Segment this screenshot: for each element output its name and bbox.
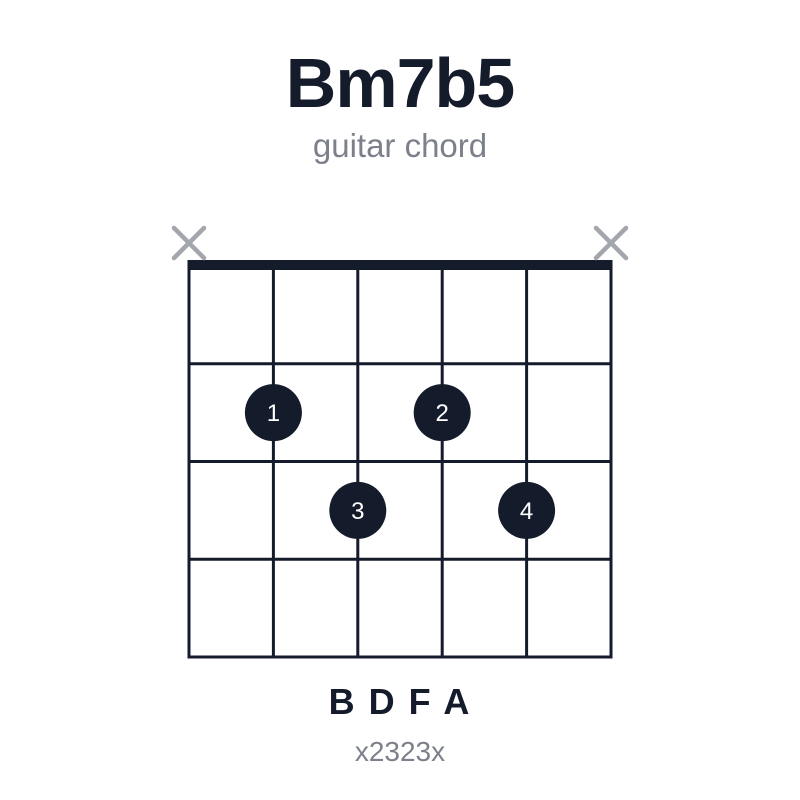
muted-stroke (593, 225, 629, 261)
finger-dot-circle (244, 384, 302, 442)
finger-dot: 1 (244, 384, 302, 442)
nut (187, 260, 613, 270)
chord-subtitle: guitar chord (312, 127, 488, 164)
muted-string-icon (593, 225, 629, 261)
finger-dot: 4 (498, 481, 556, 539)
finger-dot-circle (413, 384, 471, 442)
muted-stroke (171, 225, 207, 261)
finger-dot-circle (498, 481, 556, 539)
string-markers (171, 225, 629, 261)
chord-notes: B D F A (328, 681, 472, 722)
muted-string-icon (171, 225, 207, 261)
fretboard-grid (187, 260, 613, 659)
chord-name: Bm7b5 (285, 44, 515, 122)
finger-dot: 2 (413, 384, 471, 442)
finger-dot-circle (329, 481, 387, 539)
finger-number: 3 (351, 498, 364, 525)
chord-fingering: x2323x (354, 736, 446, 767)
finger-dots: 1 3 2 4 (244, 384, 556, 539)
finger-number: 1 (267, 400, 280, 427)
finger-dot: 3 (329, 481, 387, 539)
finger-number: 4 (520, 498, 533, 525)
finger-number: 2 (436, 400, 449, 427)
